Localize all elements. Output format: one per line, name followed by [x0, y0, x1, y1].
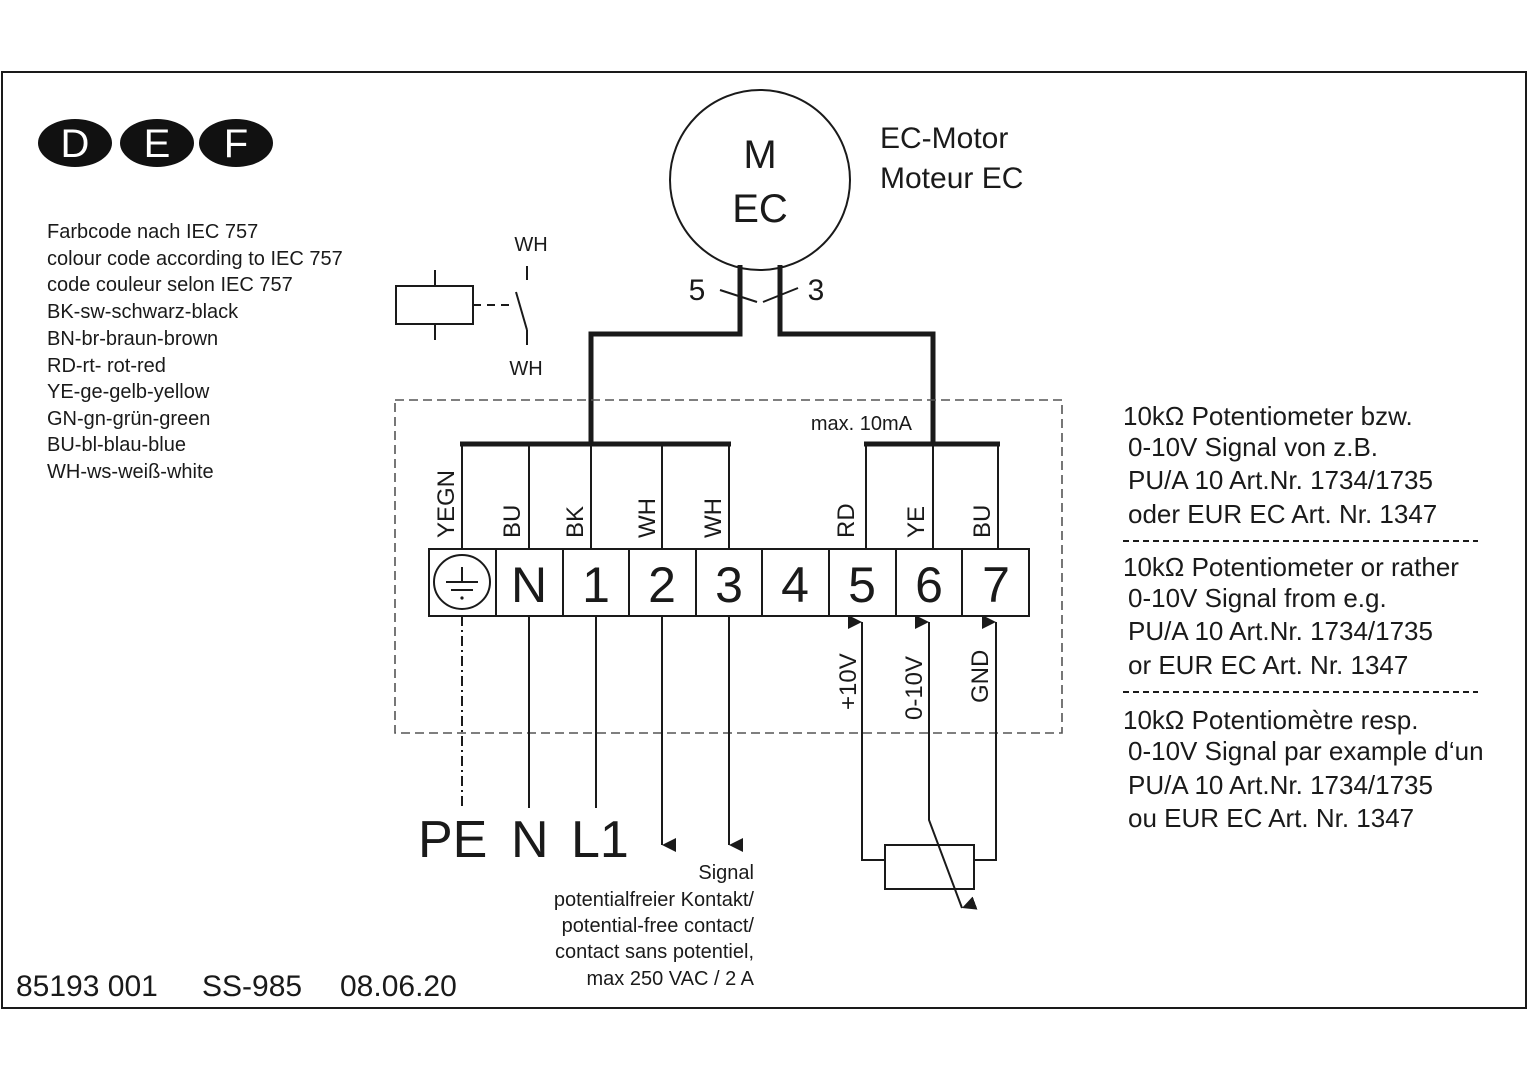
motor-symbol-m: M — [743, 133, 776, 177]
terminal-4: 4 — [781, 557, 809, 613]
terminal-block: N 1 2 3 4 5 6 7 — [428, 548, 1030, 617]
note-de-line: oder EUR EC Art. Nr. 1347 — [1128, 499, 1437, 529]
supply-n: N — [511, 811, 549, 869]
note-fr-line: 10kΩ Potentiomètre resp. — [1123, 705, 1418, 735]
legend-line: YE-ge-gelb-yellow — [47, 381, 210, 403]
control-label-plus10v: +10V — [835, 653, 862, 710]
control-label-gnd: GND — [967, 650, 994, 703]
motor-label-de: EC-Motor — [880, 122, 1008, 155]
legend-line: BK-sw-schwarz-black — [47, 301, 239, 323]
wiper-wire — [915, 615, 978, 910]
note-en-line: PU/A 10 Art.Nr. 1734/1735 — [1128, 616, 1433, 646]
wire-drops — [461, 444, 999, 549]
motor-lead-left — [588, 265, 743, 444]
signal-note-line: contact sans potentiel, — [555, 941, 754, 963]
badge-d: D — [61, 122, 90, 166]
terminal-3: 3 — [715, 557, 743, 613]
badge-f: F — [224, 122, 248, 166]
note-fr-line: PU/A 10 Art.Nr. 1734/1735 — [1128, 770, 1433, 800]
wire-color-wh: WH — [634, 498, 661, 538]
signal-note-line: potential-free contact/ — [562, 915, 755, 937]
page-frame — [1, 71, 1527, 1009]
terminal-5: 5 — [848, 557, 876, 613]
terminal-1: 1 — [582, 557, 610, 613]
terminal-2: 2 — [648, 557, 676, 613]
relay-symbol — [395, 266, 528, 345]
supply-l1: L1 — [571, 811, 629, 869]
legend-line: BU-bl-blau-blue — [47, 434, 186, 456]
note-en-line: 10kΩ Potentiometer or rather — [1123, 552, 1459, 582]
terminal-n: N — [511, 557, 547, 613]
signal-note: Signal potentialfreier Kontakt/ potentia… — [554, 862, 755, 990]
wire-color-rd: RD — [833, 503, 860, 538]
potentiometer-notes: 10kΩ Potentiometer bzw. 0-10V Signal von… — [1123, 401, 1484, 833]
signal-note-line: max 250 VAC / 2 A — [587, 968, 755, 990]
potentiometer-icon — [884, 844, 975, 890]
motor-contact-3: 3 — [808, 274, 825, 307]
note-de-line: 0-10V Signal von z.B. — [1128, 432, 1378, 462]
legend-line: BN-br-braun-brown — [47, 328, 218, 350]
language-badges: D E F — [38, 119, 273, 167]
terminal-7: 7 — [982, 557, 1010, 613]
wire-color-ye: YE — [903, 506, 930, 538]
motor-contact-5: 5 — [689, 274, 706, 307]
contact-mark — [762, 287, 799, 303]
note-en-line: 0-10V Signal from e.g. — [1128, 583, 1387, 613]
signal-note-line: potentialfreier Kontakt/ — [554, 889, 755, 911]
badge-e: E — [144, 122, 171, 166]
doc-number: 85193 001 — [16, 970, 158, 1003]
note-fr-line: 0-10V Signal par example d‘un — [1128, 736, 1484, 766]
motor-lead-right — [777, 265, 936, 444]
control-label-0-10v: 0-10V — [901, 656, 928, 720]
note-de-line: 10kΩ Potentiometer bzw. — [1123, 401, 1413, 431]
note-en-line: or EUR EC Art. Nr. 1347 — [1128, 650, 1408, 680]
motor-label-fr: Moteur EC — [880, 162, 1023, 195]
wire-color-wh: WH — [700, 498, 727, 538]
wire-color-bk: BK — [562, 506, 589, 538]
legend-line: Farbcode nach IEC 757 — [47, 221, 258, 243]
signal-note-line: Signal — [698, 862, 754, 884]
max-current-label: max. 10mA — [811, 413, 913, 435]
legend-line: code couleur selon IEC 757 — [47, 274, 293, 296]
legend-line: WH-ws-weiß-white — [47, 461, 214, 483]
legend-line: colour code according to IEC 757 — [47, 248, 343, 270]
wire-color-bu: BU — [499, 505, 526, 538]
note-de-line: PU/A 10 Art.Nr. 1734/1735 — [1128, 465, 1433, 495]
wire-color-bu: BU — [969, 505, 996, 538]
wire-color-yegn: YEGN — [433, 470, 460, 538]
doc-date: 08.06.20 — [340, 970, 457, 1003]
ground-icon — [433, 554, 491, 610]
legend-line: GN-gn-grün-green — [47, 408, 210, 430]
note-fr-line: ou EUR EC Art. Nr. 1347 — [1128, 803, 1414, 833]
plus10v-wire — [848, 615, 885, 861]
contact-mark — [719, 289, 758, 303]
motor-symbol-ec: EC — [732, 187, 788, 231]
legend-line: RD-rt- rot-red — [47, 355, 166, 377]
terminal-6: 6 — [915, 557, 943, 613]
relay-wire-top: WH — [514, 234, 547, 256]
relay-wire-bottom: WH — [509, 358, 542, 380]
color-code-legend: Farbcode nach IEC 757 colour code accord… — [47, 221, 343, 483]
ec-motor-symbol: M EC — [669, 89, 851, 271]
supply-pe: PE — [418, 811, 487, 869]
gnd-wire — [974, 615, 997, 861]
doc-code: SS-985 — [202, 970, 302, 1003]
